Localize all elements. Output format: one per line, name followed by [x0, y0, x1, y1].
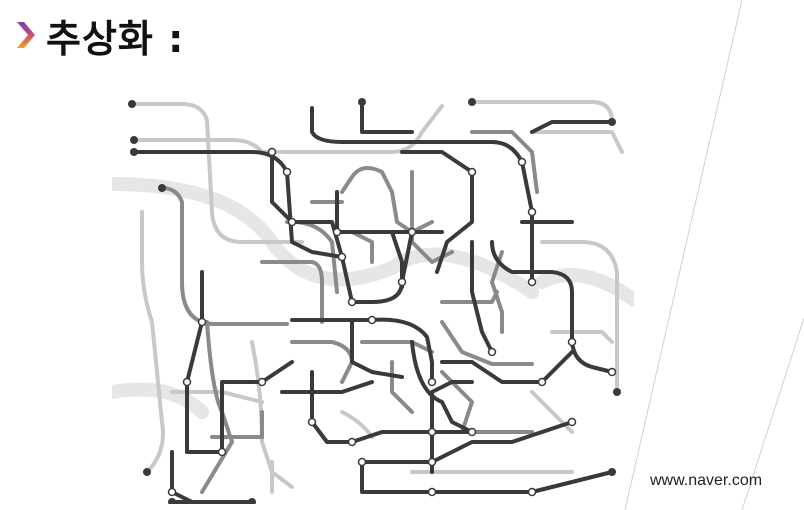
subway-map-drawing	[112, 98, 634, 504]
chevron-right-icon	[17, 22, 35, 48]
slide-header: 추상화 :	[14, 10, 185, 61]
subway-map-image	[112, 92, 634, 504]
slide-title: 추상화 :	[46, 16, 185, 61]
source-caption: www.naver.com	[650, 472, 763, 489]
